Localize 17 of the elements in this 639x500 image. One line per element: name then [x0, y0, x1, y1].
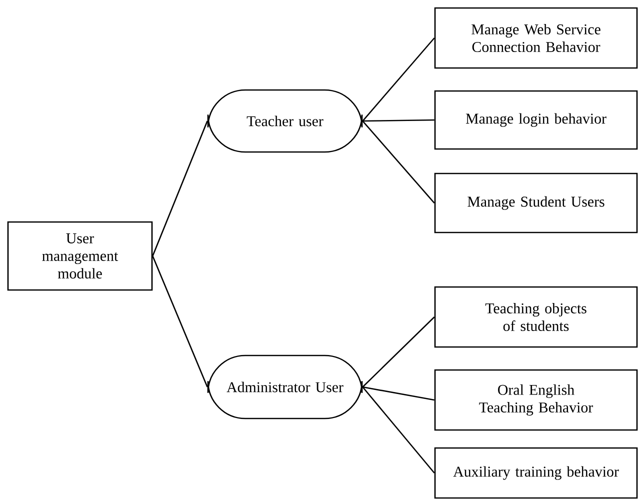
role-box: Teacher user: [207, 89, 363, 153]
connector-line: [362, 38, 435, 122]
connector-line: [362, 386, 435, 474]
connector-line: [152, 120, 208, 256]
connector-line: [362, 119, 434, 122]
function-box: Auxiliary training behavior: [434, 447, 638, 499]
module-box: User management module: [7, 221, 153, 291]
function-box: Teaching objects of students: [434, 286, 638, 348]
function-box: Manage login behavior: [434, 90, 638, 150]
function-box: Manage Web Service Connection Behavior: [434, 7, 638, 69]
connector-line: [362, 386, 434, 401]
function-box: Manage Student Users: [434, 172, 638, 234]
connector-line: [152, 256, 208, 388]
connector-line: [362, 316, 435, 388]
role-box: Administrator User: [207, 354, 363, 420]
connector-line: [362, 120, 435, 204]
function-box: Oral English Teaching Behavior: [434, 369, 638, 431]
